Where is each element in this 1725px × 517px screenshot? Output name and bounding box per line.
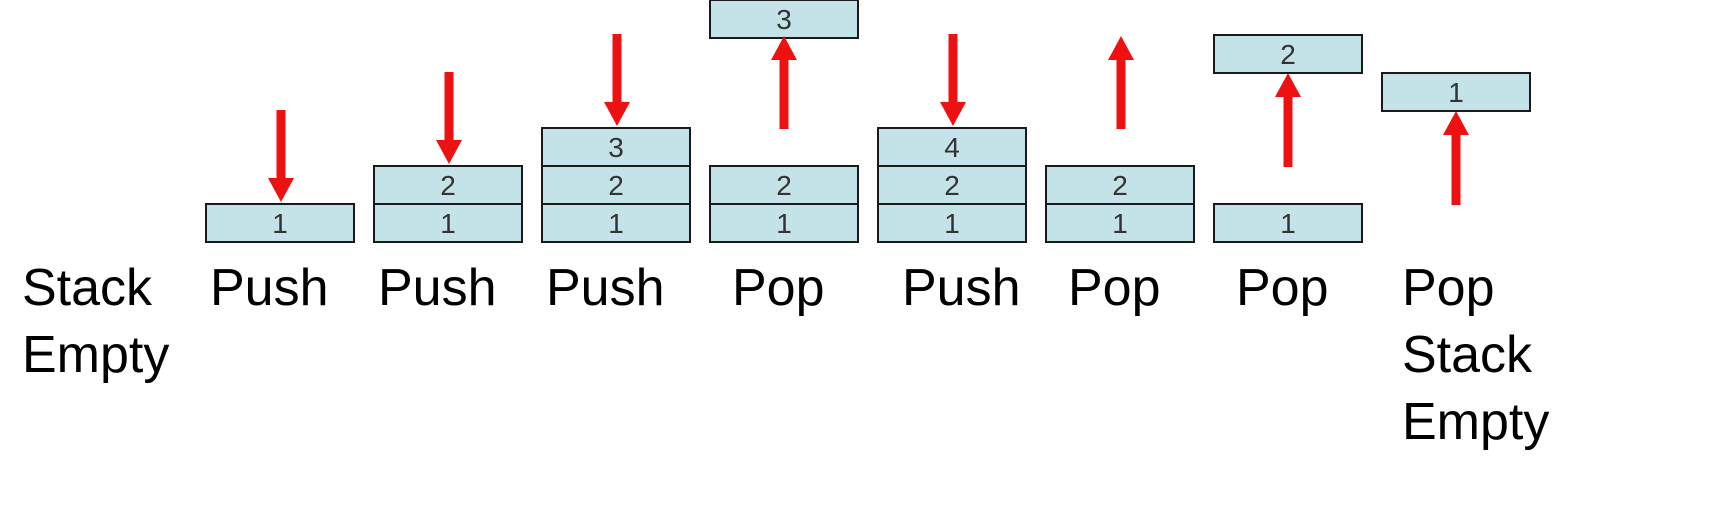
step-label: Stack — [22, 259, 153, 317]
step-label: Empty — [22, 326, 169, 384]
popped-box: 3 — [709, 0, 859, 39]
push-arrow — [604, 34, 630, 126]
stack-box-value: 1 — [944, 208, 960, 239]
popped-box-value: 3 — [776, 4, 792, 35]
step-label: Empty — [1402, 393, 1549, 451]
step-label: Stack — [1402, 326, 1533, 384]
popped-box: 1 — [1381, 72, 1531, 112]
pop-arrow-head — [771, 36, 797, 60]
push-arrow-head — [604, 102, 630, 126]
popped-box-value: 2 — [1280, 39, 1296, 70]
stack-box-value: 2 — [776, 170, 792, 201]
pop-arrow — [1443, 111, 1469, 205]
stack-box: 2 — [541, 165, 691, 205]
stack-box-rect — [877, 127, 1027, 167]
stack-box-value: 1 — [1280, 208, 1296, 239]
push-arrow-head — [940, 102, 966, 126]
stack-box-value: 1 — [608, 208, 624, 239]
pop-arrow — [771, 36, 797, 129]
popped-box-rect — [709, 0, 859, 39]
stack-box-rect — [373, 203, 523, 243]
step-label: Push — [210, 259, 329, 317]
stack-box: 2 — [1045, 165, 1195, 205]
stack-box: 1 — [1213, 203, 1363, 243]
stack-box-rect — [877, 165, 1027, 205]
push-arrow — [436, 72, 462, 164]
stack-box: 2 — [709, 165, 859, 205]
stack-box: 2 — [877, 165, 1027, 205]
push-arrow — [940, 34, 966, 126]
stack-box-rect — [541, 127, 691, 167]
stack-box-rect — [877, 203, 1027, 243]
push-arrow — [268, 110, 294, 202]
stack-box-value: 1 — [272, 208, 288, 239]
step-label: Push — [902, 259, 1021, 317]
step-label: Push — [546, 259, 665, 317]
step-label: Pop — [1236, 259, 1329, 317]
stack-box: 1 — [1045, 203, 1195, 243]
stack-box-rect — [1213, 203, 1363, 243]
stack-box-rect — [1045, 203, 1195, 243]
stack-box-value: 2 — [944, 170, 960, 201]
stack-box-value: 4 — [944, 132, 960, 163]
push-arrow-head — [268, 178, 294, 202]
stack-box: 3 — [541, 127, 691, 167]
stack-box-rect — [709, 165, 859, 205]
stack-box-rect — [373, 165, 523, 205]
step-label: Push — [378, 259, 497, 317]
pop-arrow — [1108, 36, 1134, 129]
stack-box: 1 — [205, 203, 355, 243]
stack-box: 2 — [373, 165, 523, 205]
stack-box-value: 2 — [440, 170, 456, 201]
stack-box-value: 1 — [1112, 208, 1128, 239]
stack-box: 1 — [541, 203, 691, 243]
pop-arrow — [1275, 73, 1301, 167]
step-label: Pop — [732, 259, 825, 317]
push-arrow-head — [436, 140, 462, 164]
stack-box-rect — [205, 203, 355, 243]
stack-box-rect — [1045, 165, 1195, 205]
stack-box-value: 1 — [440, 208, 456, 239]
popped-box-rect — [1381, 72, 1531, 112]
stack-box: 1 — [709, 203, 859, 243]
stack-box-rect — [709, 203, 859, 243]
pop-arrow-head — [1108, 36, 1134, 60]
stack-box-value: 1 — [776, 208, 792, 239]
pop-arrow-head — [1443, 111, 1469, 135]
popped-box-value: 1 — [1448, 77, 1464, 108]
popped-box: 2 — [1213, 34, 1363, 74]
step-label: Pop — [1402, 259, 1495, 317]
pop-arrow-head — [1275, 73, 1301, 97]
popped-box-rect — [1213, 34, 1363, 74]
stack-box-value: 2 — [1112, 170, 1128, 201]
stack-box-value: 2 — [608, 170, 624, 201]
stack-box-rect — [541, 203, 691, 243]
stack-box: 4 — [877, 127, 1027, 167]
stack-box: 1 — [877, 203, 1027, 243]
stack-box-value: 3 — [608, 132, 624, 163]
step-label: Pop — [1068, 259, 1161, 317]
stack-box: 1 — [373, 203, 523, 243]
